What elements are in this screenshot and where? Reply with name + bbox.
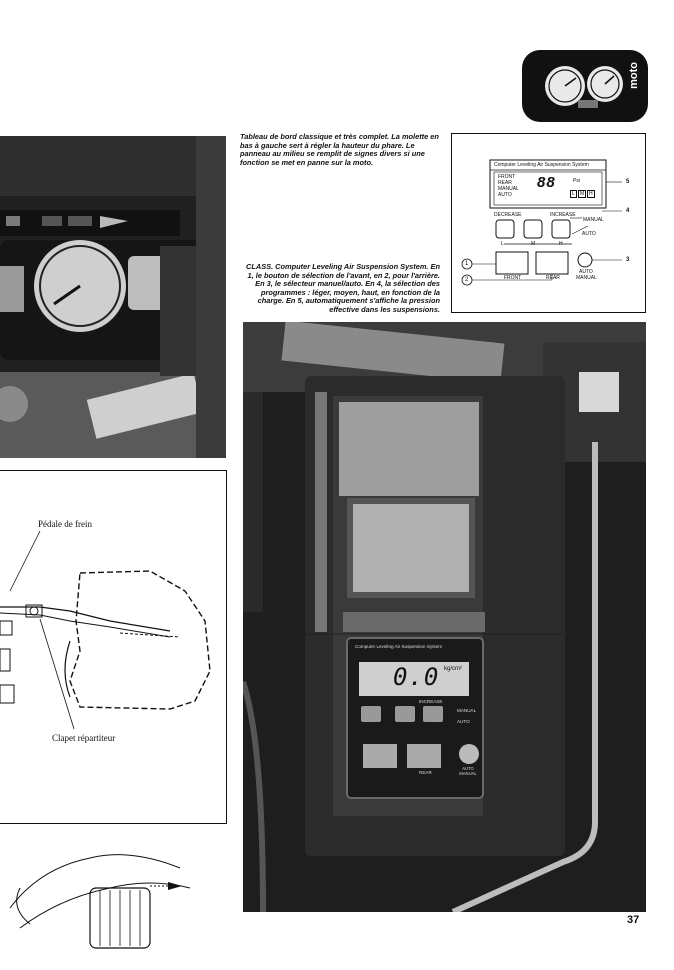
diagram-front: FRONT <box>504 275 522 281</box>
suspension-panel-diagram: Computer Leveling Air Suspension System … <box>451 133 646 313</box>
label-brake-pedal: Pédale de frein <box>38 519 92 529</box>
page-number: 37 <box>627 914 640 926</box>
diagram-mode-rear: REAR <box>498 180 512 186</box>
diagram-readout: 88 <box>537 174 556 191</box>
caption-dashboard: Tableau de bord classique et très comple… <box>240 132 439 167</box>
label-brake-valve: Clapet répartiteur <box>52 733 116 743</box>
diagram-scale-m: M <box>531 241 536 247</box>
brake-diagram: Pédale de frein Clapet répartiteur <box>0 470 227 824</box>
callout-1: 1 <box>465 261 469 267</box>
diagram-decrease: DECREASE <box>494 212 522 218</box>
diagram-mode-auto: AUTO <box>498 192 512 198</box>
diagram-lmh-l: L <box>570 190 577 198</box>
motorcycle-sketch <box>0 828 226 965</box>
photo-panel-auto: AUTO <box>457 719 470 724</box>
diagram-scale-h: H <box>559 241 563 247</box>
caption-class-system: CLASS. Computer Leveling Air Suspension … <box>246 262 440 314</box>
callout-4: 4 <box>626 208 630 214</box>
photo-panel-readout: 0.0 <box>393 663 440 691</box>
photo-panel-unit: kg/cm² <box>444 666 462 672</box>
diagram-title: Computer Leveling Air Suspension System <box>494 162 589 168</box>
badge-text: moto <box>628 62 640 89</box>
photo-panel-manual: MANUAL <box>457 708 477 713</box>
diagram-auto-manual-manual: MANUAL <box>576 275 597 281</box>
callout-5: 5 <box>626 179 630 185</box>
callout-3: 3 <box>626 257 630 263</box>
photo-panel-rear: REAR <box>419 770 432 775</box>
diagram-auto-manual-auto: AUTO <box>579 269 593 275</box>
photo-panel-auto-manual: AUTO MANUAL <box>459 766 477 776</box>
diagram-mode-front: FRONT <box>498 174 516 180</box>
diagram-rear: REAR <box>546 275 560 281</box>
diagram-auto: AUTO <box>582 231 596 237</box>
diagram-lmh-m: M <box>578 190 587 198</box>
diagram-lmh-h: H <box>587 190 595 198</box>
dashboard-badge-icon <box>522 50 648 122</box>
suspension-panel-photo: Computer Leveling Air Suspension System … <box>243 322 646 912</box>
dashboard-photo <box>0 136 226 458</box>
moto-badge-logo: moto <box>520 48 650 124</box>
diagram-increase: INCREASE <box>550 212 576 218</box>
diagram-mode-manual: MANUAL <box>498 186 519 192</box>
diagram-manual: MANUAL <box>583 217 604 223</box>
diagram-scale-l: L <box>501 241 504 247</box>
photo-panel-title: Computer Leveling Air Suspension System <box>355 644 443 649</box>
photo-panel-increase: INCREASE <box>419 699 443 704</box>
callout-2: 2 <box>465 277 469 283</box>
diagram-unit: Psi <box>573 178 580 184</box>
